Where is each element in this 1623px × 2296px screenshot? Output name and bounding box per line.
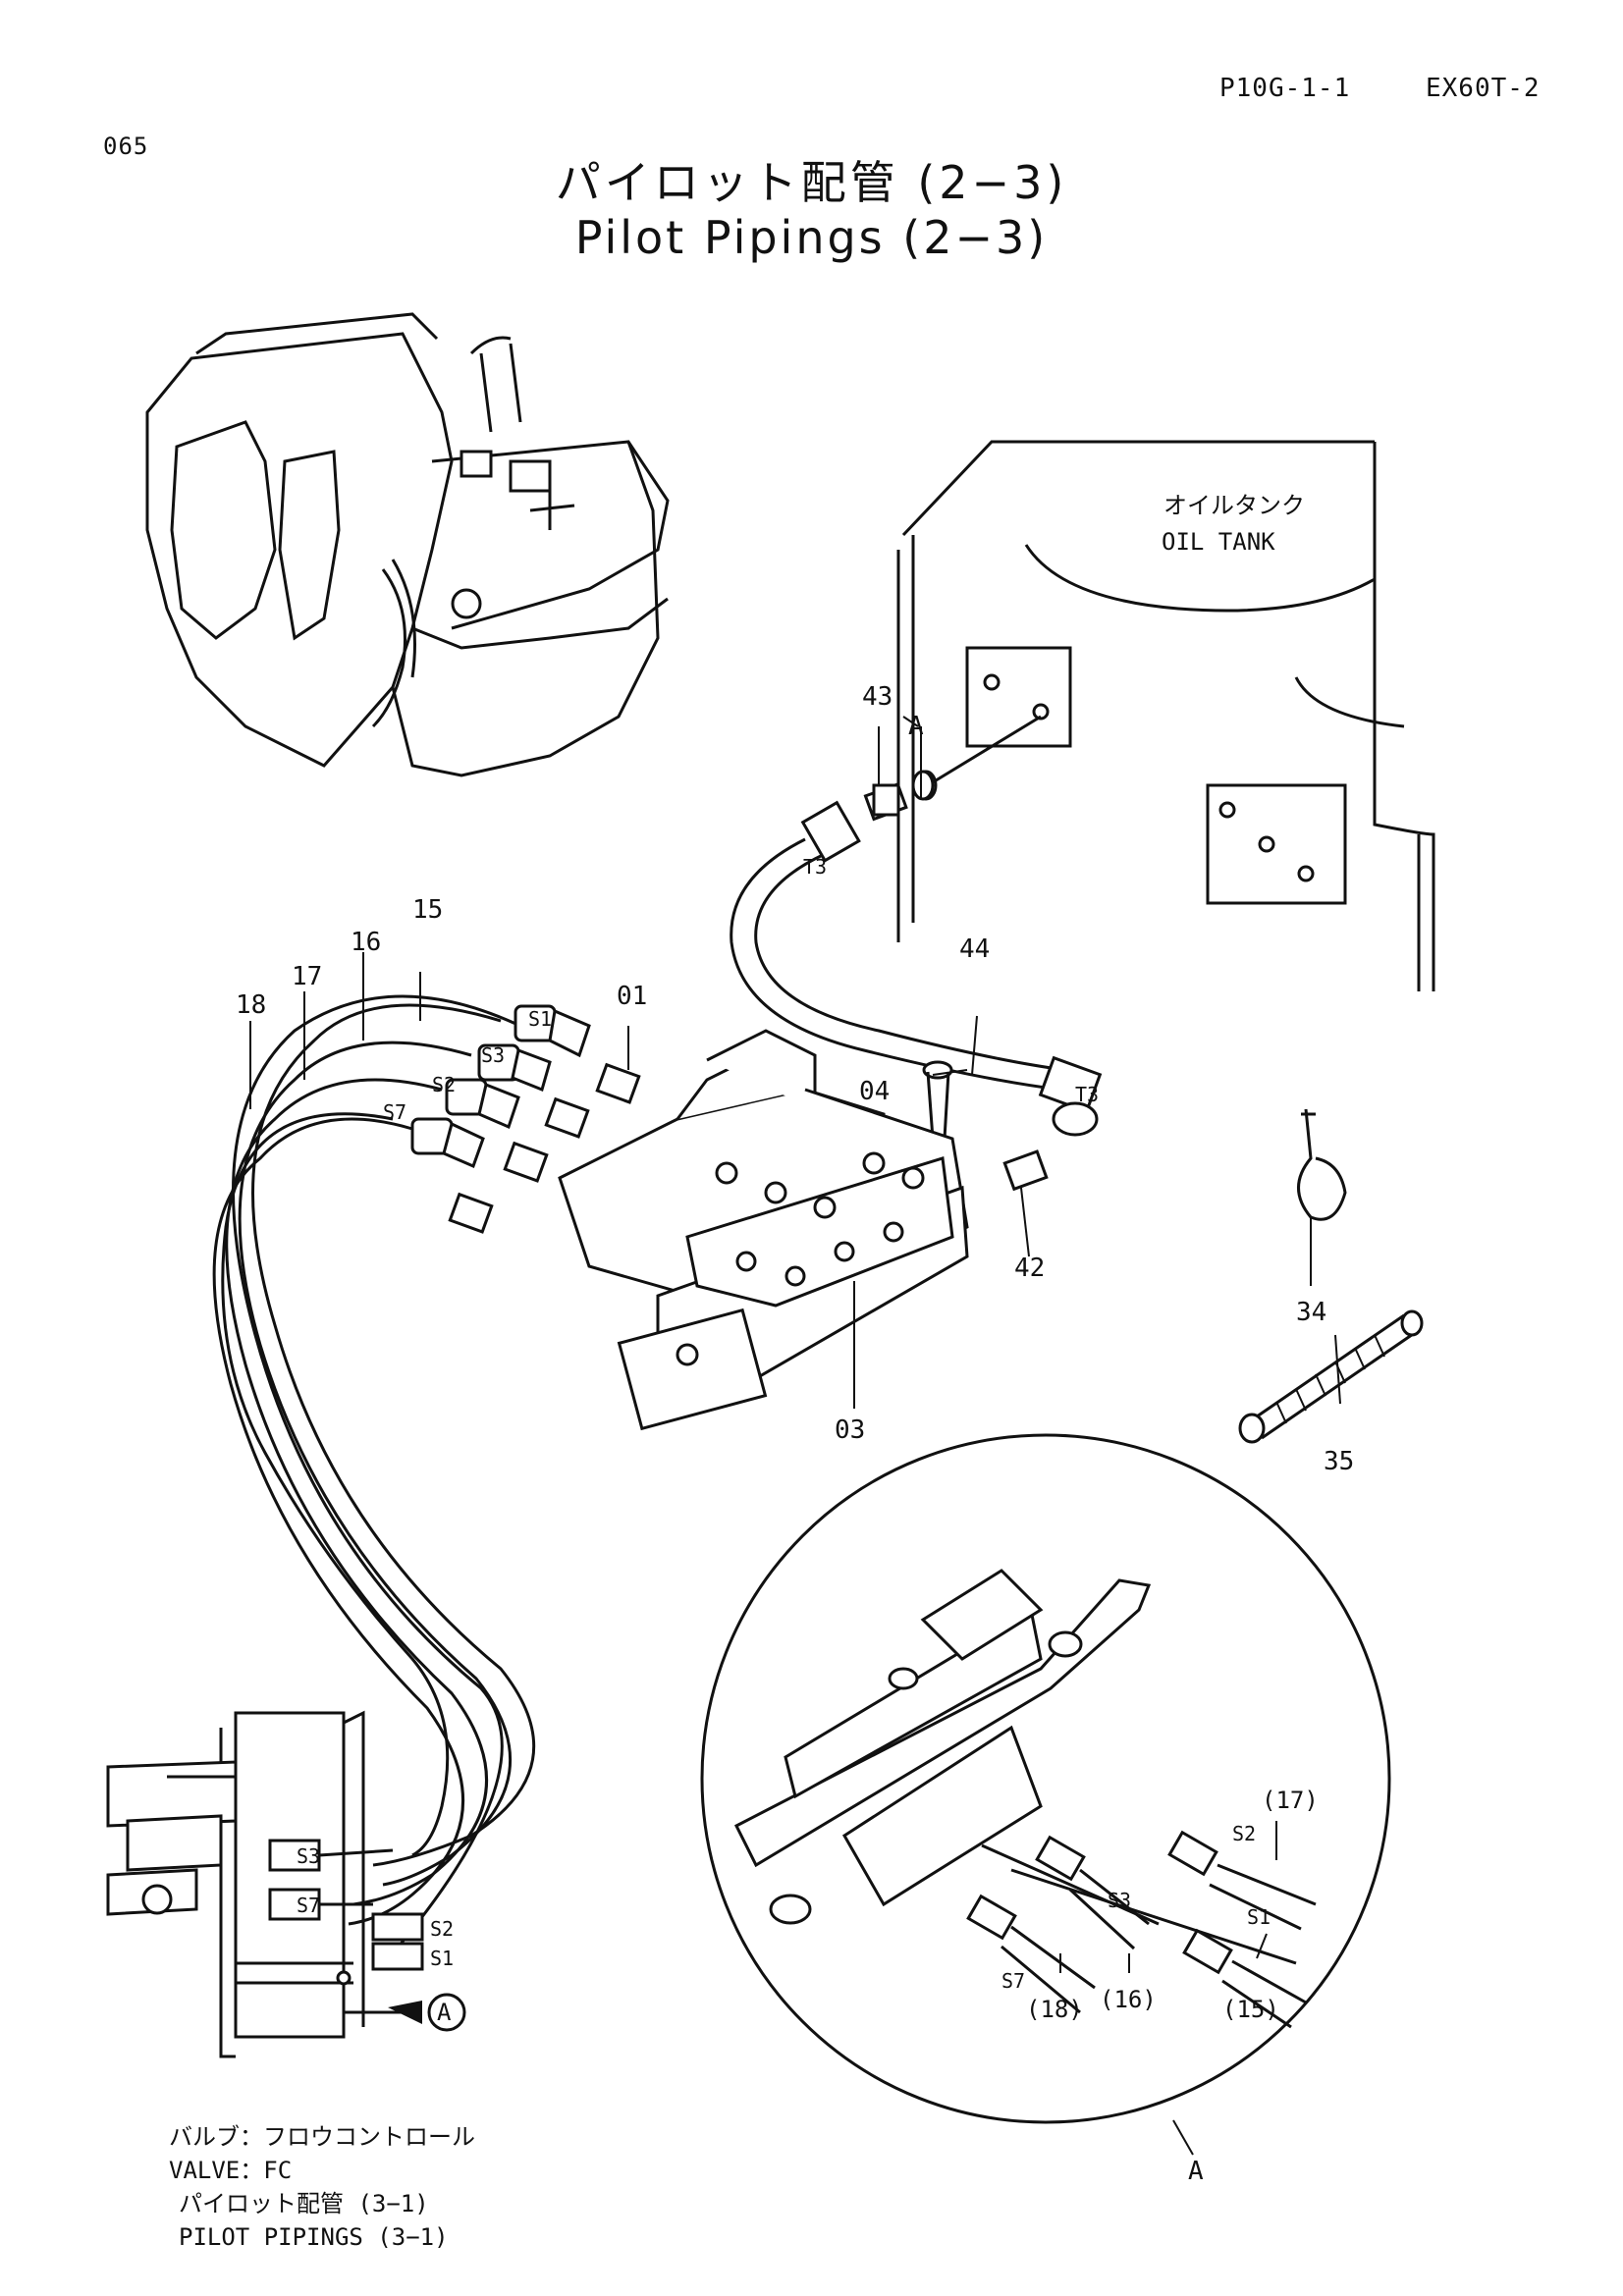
detail-ref-15: (15) (1222, 1996, 1279, 2023)
detail-port-label-s1: S1 (1247, 1905, 1271, 1929)
part-number-15: 15 (412, 895, 443, 925)
oil-tank (896, 440, 1435, 991)
port-label-t3-valve: T3 (1075, 1083, 1099, 1106)
view-a-label: A (908, 712, 924, 741)
detail-ref-17: (17) (1262, 1787, 1319, 1814)
view-arrow-label: A (437, 1999, 452, 2026)
part-number-34: 34 (1296, 1298, 1326, 1327)
oil-tank-label-en: OIL TANK (1162, 528, 1275, 556)
note-pilot-en: PILOT PIPINGS (3−1) (179, 2223, 449, 2251)
part-number-42: 42 (1014, 1254, 1045, 1283)
adapters (448, 770, 1049, 1234)
part-number-35: 35 (1324, 1447, 1354, 1476)
title-english: Pilot Pipings (2−3) (574, 211, 1049, 264)
detail-view-a (700, 1433, 1391, 2124)
detail-ref-16: (16) (1100, 1986, 1157, 2013)
note-pilot-jp: パイロット配管 (3−1) (179, 2190, 429, 2217)
part-number-03: 03 (835, 1415, 865, 1445)
part-number-44: 44 (959, 934, 990, 964)
fc-port-label-s2: S2 (430, 1917, 454, 1941)
part-number-16: 16 (351, 928, 381, 957)
band-34 (1297, 1108, 1347, 1221)
detail-port-label-s7: S7 (1001, 1969, 1025, 1993)
part-number-43: 43 (862, 682, 893, 712)
detail-port-label-s3: S3 (1108, 1889, 1131, 1912)
excavator-cab-illustration (145, 312, 670, 777)
detail-port-label-s2: S2 (1232, 1822, 1256, 1845)
note-valve-en: VALVE：FC (169, 2157, 293, 2184)
port-label-s7: S7 (383, 1100, 406, 1124)
detail-a-label: A (1188, 2157, 1204, 2186)
detail-ref-18: (18) (1026, 1996, 1083, 2023)
model-code: EX60T-2 (1426, 74, 1541, 103)
fc-port-label-s3: S3 (297, 1844, 320, 1868)
view-arrow (358, 1993, 466, 2032)
oil-tank-label-jp: オイルタンク (1163, 492, 1305, 519)
note-valve-jp: バルブ：フロウコントロール (169, 2123, 475, 2151)
port-label-t3-tank: T3 (803, 855, 827, 879)
page-number: 065 (103, 133, 149, 160)
port-label-s3: S3 (481, 1043, 505, 1067)
fc-valve (106, 1710, 424, 2058)
page-code: P10G-1-1 (1219, 74, 1351, 103)
part-number-17: 17 (292, 962, 322, 991)
fc-port-label-s7: S7 (297, 1894, 320, 1917)
part-number-01: 01 (617, 982, 647, 1011)
leader-lines (249, 716, 1341, 2156)
port-label-s2: S2 (432, 1073, 456, 1096)
fc-port-label-s1: S1 (430, 1947, 454, 1970)
hose-bundle (212, 994, 591, 1954)
coil-35 (1238, 1309, 1424, 1444)
port-label-s1: S1 (528, 1007, 552, 1031)
part-number-18: 18 (236, 990, 266, 1020)
part-number-04: 04 (859, 1077, 890, 1106)
valve-block-03 (558, 1029, 969, 1431)
title-japanese: パイロット配管 (2−3) (555, 156, 1068, 209)
